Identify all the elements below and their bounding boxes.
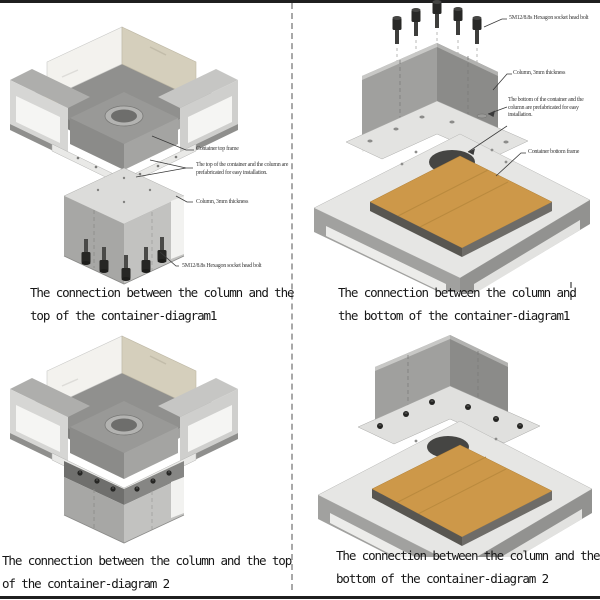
bottom-left-diagram-illustration: [10, 335, 238, 544]
bottom-right-diagram-illustration: [317, 335, 593, 557]
top-left-diagram-illustration: [10, 26, 238, 285]
label-prefabricated-top: The top of the container and the column …: [196, 162, 289, 176]
gusset-plate: [345, 100, 529, 160]
leader-lines: [135, 135, 194, 267]
label-prefabricated-bottom: The bottom of the container and the colu…: [508, 97, 584, 118]
caption-line: top of the container-diagram1: [30, 308, 217, 323]
caption-line: the bottom of the container-diagram1: [338, 308, 570, 323]
caption-line: of the container-diagram 2: [2, 576, 170, 591]
container-bottom-frame: [313, 133, 591, 292]
container-bottom-frame: [317, 420, 593, 557]
right-edge-dash: [570, 282, 572, 300]
label-column-thickness: Column, 3mm thickness: [196, 199, 249, 205]
caption-bottom-right: The connection between the column and th…: [336, 544, 600, 590]
caption-line: The connection between the column and th…: [30, 285, 295, 300]
gusset-plate-with-bolts: [357, 385, 541, 445]
plate-slot: [476, 113, 488, 119]
caption-line: The connection between the column and th…: [336, 548, 600, 563]
label-hexagon-bolt: 5M12/8.8s Hexagon socket head bolt: [509, 15, 589, 21]
caption-bottom-left: The connection between the column and th…: [2, 549, 292, 595]
bolted-joint-band: [64, 461, 184, 505]
top-right-diagram-illustration: [313, 0, 591, 292]
caption-line: bottom of the container-diagram 2: [336, 571, 549, 586]
label-container-top-frame: Container top frame: [196, 146, 239, 152]
label-hexagon-bolt: 5M12/8.8s Hexagon socket head bolt: [182, 263, 262, 269]
caption-line: The connection between the column and: [338, 285, 577, 300]
hexagon-socket-bolts: [81, 237, 167, 281]
label-column-thickness: Column, 3mm thickness: [513, 70, 566, 76]
label-container-bottom-frame: Container bottom frame: [528, 149, 580, 155]
bottom-border-line: [0, 596, 600, 599]
caption-top-left: The connection between the column and th…: [30, 281, 295, 327]
caption-top-right: The connection between the column and th…: [338, 281, 577, 327]
hexagon-socket-bolts: [392, 0, 482, 44]
leader-arrowheads: [468, 110, 495, 155]
container-top-assembly: [10, 26, 238, 187]
container-top-assembly: [10, 335, 238, 496]
top-border-line: [0, 0, 600, 3]
column: [63, 477, 185, 544]
column: [63, 167, 185, 285]
caption-line: The connection between the column and th…: [2, 553, 292, 568]
center-dashed-divider: [291, 3, 293, 590]
